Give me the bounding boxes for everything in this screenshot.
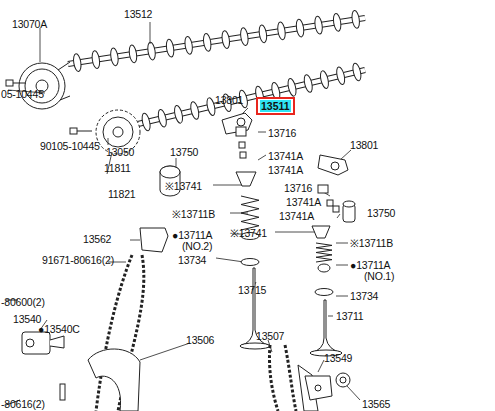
leader-lines [8,22,360,400]
cam-lobe [303,74,314,93]
callout-number: 13741A [286,196,321,208]
callout-number: 13070A [12,18,47,30]
cam-lobe [165,39,175,58]
callout-number: ●13711A [350,259,390,271]
callout-number: 13549 [324,352,352,364]
callout-number: 13716 [284,182,312,194]
cam-lobe [332,13,342,32]
valve-spring [316,243,332,262]
callout-number: ●13540C [38,323,80,335]
cam-lobe [319,70,330,89]
callout-number: 13511 [260,100,291,112]
cam-sprocket [19,62,140,154]
callout-number: ※13711B [350,237,393,249]
callout-number: ●13711A [172,229,212,241]
cam-lobe [202,33,212,52]
callout-number: 13540 [13,313,41,325]
callout-number: 13741A [279,210,314,222]
chain-damper [140,228,168,252]
callout-number: 13715 [238,284,266,296]
camshaft [138,70,365,124]
cam-lobe [277,22,287,41]
cam-lobe [147,42,157,61]
cam-lobe [184,36,194,55]
cam-lobe [295,19,305,38]
cam-lobe [287,78,298,97]
valve-keepers [236,127,339,238]
cam-lobe [91,50,101,69]
callout-number: ※13711B [172,208,215,220]
cam-lobe [351,62,362,81]
cam-lobe [221,30,231,49]
callout-number: 13734 [178,254,206,266]
callout-number: 13716 [268,127,296,139]
callout-number: (NO.1) [364,270,394,282]
chain-guides [88,349,318,411]
callout-number: 13734 [350,290,378,302]
cam-lobe [110,47,120,66]
callout-number: 91671-80616(2) [42,254,114,266]
callout-number: 13507 [256,330,284,342]
chain-tensioner [6,300,65,405]
callout-number: -80600(2) [1,296,45,308]
cam-lobe [189,101,200,120]
rocker-arms [222,113,348,175]
camshaft [138,70,365,124]
callout-number: 13741A [268,150,303,162]
cam-lobe [141,113,152,132]
callout-number: 13512 [124,8,152,20]
callout-number: 13565 [362,398,390,410]
callout-number: ※13741 [165,180,202,192]
callout-number: 13750 [367,207,395,219]
callout-number: 05-10445 [1,88,44,100]
cam-lobe [335,66,346,85]
callout-number: -80616(2) [1,398,45,410]
cam-lobe [128,45,138,64]
cam-lobe [240,27,250,46]
cam-lobe [258,24,268,43]
callout-number: (NO.2) [182,240,212,252]
callout-number: 13711 [336,310,363,322]
callout-number: 13750 [170,146,198,158]
cam-lobe [205,97,216,116]
callout-number: 13050 [106,146,134,158]
valves [240,268,342,356]
cam-lobe [72,53,82,72]
cam-lobe [314,16,324,35]
cam-lobe [173,105,184,124]
callout-number: 13741A [268,164,303,176]
cam-lobe [157,109,168,128]
callout-number: 13801 [215,94,243,106]
callout-number: 90105-10445 [40,140,100,152]
callout-number: 11811 [104,162,131,174]
lash-adjusters [160,166,355,222]
callout-number: ※13741 [230,227,267,239]
highlight-box: 13511 [256,97,295,115]
callout-number: 11821 [108,188,135,200]
tensioner-slipper [305,373,350,400]
callout-number: 13801 [350,139,378,151]
valve-spring [241,196,259,230]
cam-lobe [351,10,361,29]
callout-number: 13562 [83,233,111,245]
callout-number: 13506 [186,334,214,346]
